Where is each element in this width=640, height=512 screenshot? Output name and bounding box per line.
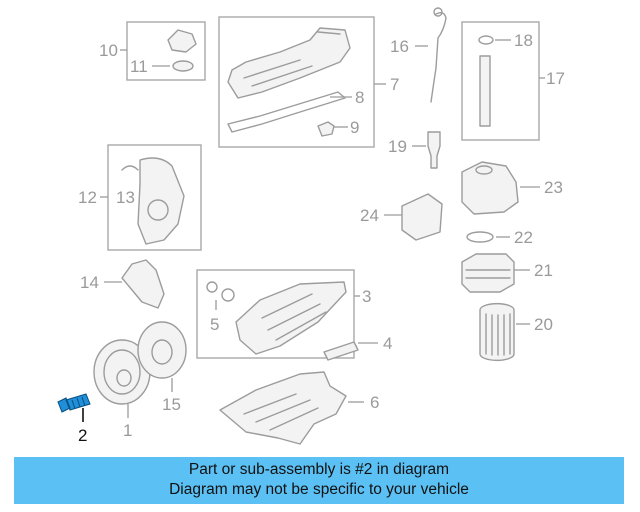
banner-line-2: Diagram may not be specific to your vehi… (169, 481, 469, 498)
drain-plug-5-part (206, 281, 218, 293)
callout-18: 18 (514, 31, 533, 50)
callout-24: 24 (360, 206, 379, 225)
filter-housing-group: 23 (461, 161, 563, 215)
callout-14: 14 (80, 273, 99, 292)
pulley-center (116, 369, 132, 387)
bracket-group: 14 (80, 259, 165, 309)
timing-cover-hole (147, 199, 169, 221)
callout-21: 21 (534, 261, 553, 280)
filler-seal-part (172, 60, 194, 72)
part-box-7 (218, 16, 375, 148)
o-ring-18-part (478, 35, 494, 45)
oil-filter-pleats (485, 313, 511, 356)
dipstick-group: 16 19 (388, 7, 447, 169)
pulley-groove (103, 349, 141, 395)
timing-cover-group: 12 13 (78, 144, 202, 251)
callout-17: 17 (546, 69, 565, 88)
callout-10: 10 (99, 41, 118, 60)
filler-cap-part (167, 29, 197, 53)
oil-cooler-fins (465, 269, 511, 279)
callout-20: 20 (534, 315, 553, 334)
skid-plate-group: 6 (219, 371, 379, 445)
callout-6: 6 (370, 393, 379, 412)
valve-cover-ridge (243, 31, 341, 87)
callout-7: 7 (390, 75, 399, 94)
oil-pan-ribs (261, 293, 327, 341)
callout-22: 22 (514, 228, 533, 247)
info-banner: Part or sub-assembly is #2 in diagram Di… (14, 457, 624, 504)
housing-gasket-part (401, 193, 443, 241)
exploded-parts-diagram: 10 11 7 8 9 16 19 17 18 (57, 7, 565, 445)
callout-15: 15 (162, 395, 181, 414)
part-box-17 (461, 21, 540, 141)
valve-cover-gasket-part (227, 91, 346, 133)
callout-8: 8 (355, 88, 364, 107)
sealant-group: 4 (323, 334, 392, 361)
guide-tube-group: 17 18 (461, 21, 565, 141)
dipstick-handle (433, 7, 443, 17)
oil-filter-group: 20 (479, 302, 553, 362)
hub-center (151, 339, 173, 365)
callout-23: 23 (544, 178, 563, 197)
oil-pan-group: 3 5 (196, 269, 371, 359)
part-box-3 (196, 269, 355, 359)
valve-cover-group: 7 8 9 (218, 16, 399, 148)
callout-1: 1 (123, 421, 132, 440)
bolt-2-thread (71, 396, 86, 410)
callout-5: 5 (210, 315, 219, 334)
bolt-2-part[interactable] (57, 393, 91, 413)
filter-seal-group: 22 (466, 228, 533, 247)
drain-washer-5-part (221, 288, 235, 302)
dipstick-tube-part (427, 131, 441, 169)
dipstick-part (430, 11, 447, 103)
callout-16: 16 (390, 37, 409, 56)
oil-cooler-part (461, 253, 515, 293)
pulley-group: 1 15 (93, 321, 187, 440)
oil-filter-part (479, 302, 515, 362)
oil-filler-cap-group: 10 11 (99, 21, 206, 81)
callout-13: 13 (116, 188, 135, 207)
part-box-10 (126, 21, 206, 81)
banner-line-1: Part or sub-assembly is #2 in diagram (188, 461, 450, 478)
callout-19: 19 (388, 137, 407, 156)
housing-gasket-group: 24 (360, 193, 443, 241)
skid-plate-part (219, 371, 347, 445)
callout-4: 4 (383, 334, 392, 353)
callout-12: 12 (78, 188, 97, 207)
bolt-2-group[interactable]: 2 (57, 393, 91, 445)
seal-13-part (121, 165, 139, 171)
callout-11: 11 (130, 57, 148, 76)
filter-housing-part (461, 161, 519, 215)
bracket-part (121, 259, 165, 309)
filter-seal-part (466, 231, 494, 243)
sealant-tube-part (323, 341, 359, 361)
skid-plate-ribs (243, 393, 319, 431)
guide-tube-part (479, 55, 491, 127)
oil-cooler-group: 21 (461, 253, 553, 293)
housing-port (475, 165, 493, 175)
callout-2: 2 (78, 426, 87, 445)
hub-part (137, 321, 187, 379)
callout-9: 9 (350, 118, 359, 137)
gasket-clip-part (317, 121, 335, 137)
callout-3: 3 (362, 287, 371, 306)
